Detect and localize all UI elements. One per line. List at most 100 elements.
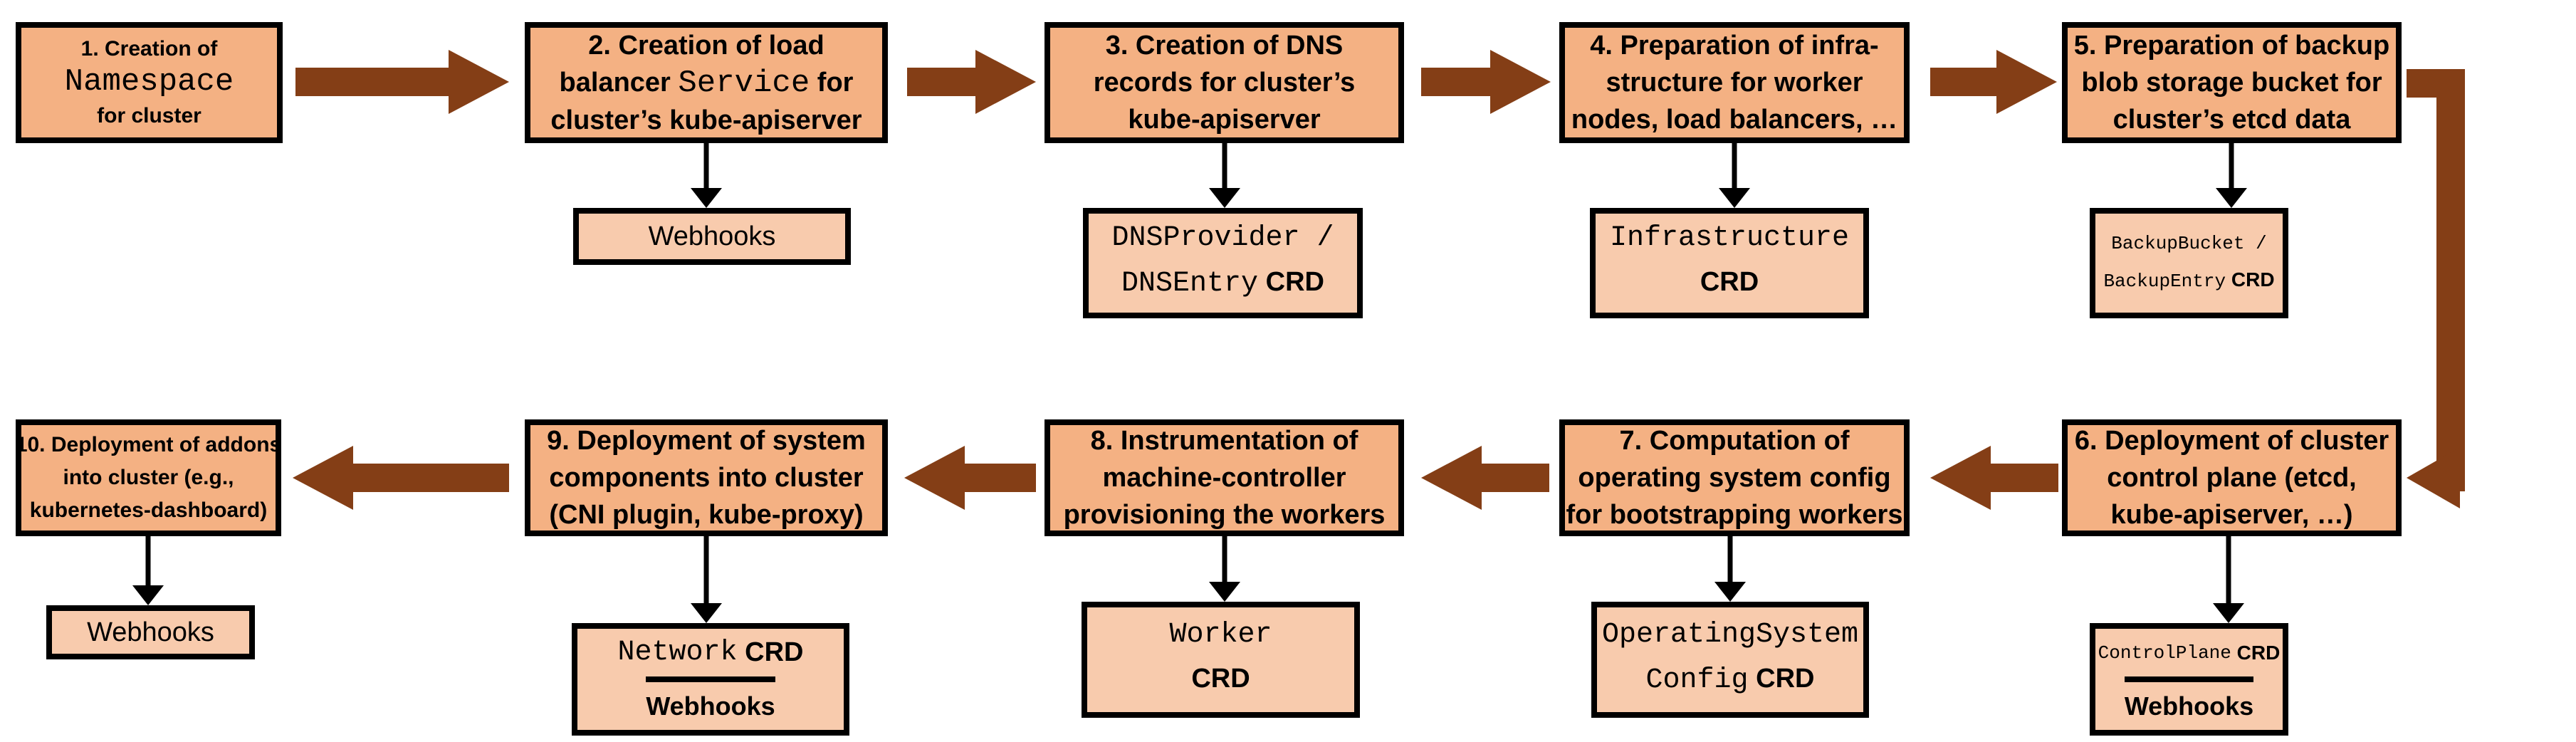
text-segment: Service xyxy=(678,65,810,101)
flow-arrow-step-9-to-10 xyxy=(293,446,509,510)
text-segment: Namespace xyxy=(64,64,234,100)
crd-line: Worker xyxy=(1169,615,1272,659)
step-3-line: records for cluster’s xyxy=(1094,64,1355,101)
crd-line: BackupBucket / xyxy=(2111,226,2266,263)
arrow-stem xyxy=(703,143,709,188)
down-arrow-step-6-to-crd xyxy=(2213,536,2244,623)
text-segment: (CNI plugin, kube-proxy) xyxy=(549,500,864,530)
down-arrow-step-4-to-crd xyxy=(1719,143,1750,208)
crd-box-step-5: BackupBucket / BackupEntry CRD xyxy=(2090,208,2288,318)
down-arrow-step-10-to-webhooks xyxy=(132,536,164,605)
arrow-head xyxy=(975,50,1036,114)
text-segment: CRD xyxy=(1258,267,1324,297)
webhooks-box-step-10: Webhooks xyxy=(46,605,255,659)
step-9-line: components into cluster xyxy=(549,459,863,496)
arrow-head xyxy=(1209,582,1240,602)
crd-line: CRD xyxy=(1700,262,1759,308)
text-segment: DNSEntry xyxy=(1121,268,1259,300)
step-6-box: 6. Deployment of cluster control plane (… xyxy=(2062,419,2402,536)
arrow-stem xyxy=(1727,536,1733,582)
flow-arrow-step-3-to-4 xyxy=(1421,50,1551,114)
step-5-line: blob storage bucket for xyxy=(2081,64,2382,101)
step-8-line: 8. Instrumentation of xyxy=(1091,422,1358,459)
arrow-head xyxy=(1930,446,1991,510)
arrow-shaft xyxy=(907,68,979,96)
step-9-line: (CNI plugin, kube-proxy) xyxy=(549,496,863,533)
arrow-head xyxy=(2216,188,2247,208)
step-3-line: 3. Creation of DNS xyxy=(1106,27,1344,64)
crd-webhooks-stack-step-9: Network CRD Webhooks xyxy=(572,623,849,736)
text-segment: for cluster xyxy=(97,104,201,127)
crd-row: ControlPlane CRD xyxy=(2098,629,2281,676)
text-segment: for xyxy=(810,67,854,98)
step-3-box: 3. Creation of DNS records for cluster’s… xyxy=(1044,22,1404,143)
arrow-head xyxy=(449,50,509,114)
step-7-line: 7. Computation of xyxy=(1620,422,1850,459)
text-segment: control plane (etcd, xyxy=(2107,463,2357,493)
crd-line: DNSEntry CRD xyxy=(1121,262,1324,308)
text-segment: into cluster (e.g., xyxy=(63,466,234,489)
step-10-line: kubernetes-dashboard) xyxy=(30,494,267,527)
arrow-stem xyxy=(1732,143,1737,188)
text-segment: 1. Creation of xyxy=(80,37,218,61)
arrow-stem xyxy=(1222,536,1227,582)
webhooks-label: Webhooks xyxy=(649,216,776,256)
text-segment: Infrastructure xyxy=(1609,222,1850,254)
text-segment: CRD xyxy=(1748,664,1815,694)
crd-box-step-8: Worker CRD xyxy=(1082,602,1360,718)
step-7-box: 7. Computation of operating system confi… xyxy=(1559,419,1910,536)
arrow-head xyxy=(293,446,353,510)
crd-box-step-3: DNSProvider / DNSEntry CRD xyxy=(1083,208,1363,318)
webhooks-box-step-2: Webhooks xyxy=(573,208,851,265)
step-9-line: 9. Deployment of system xyxy=(547,422,866,459)
crd-line: Config CRD xyxy=(1646,659,1815,704)
arrow-stem xyxy=(145,536,151,585)
text-segment: 5. Preparation of backup xyxy=(2073,31,2390,61)
arrow-head xyxy=(132,585,164,605)
text-segment: 4. Preparation of infra- xyxy=(1590,31,1879,61)
flow-arrow-step-6-to-7 xyxy=(1930,446,2058,510)
text-segment: balancer xyxy=(559,67,679,98)
down-arrow-step-7-to-crd xyxy=(1714,536,1746,602)
arrow-head xyxy=(1996,50,2057,114)
step-4-line: nodes, load balancers, … xyxy=(1571,101,1897,138)
arrow-stem xyxy=(2226,536,2231,603)
step-8-box: 8. Instrumentation of machine-controller… xyxy=(1044,419,1404,536)
down-arrow-step-8-to-crd xyxy=(1209,536,1240,602)
step-5-box: 5. Preparation of backup blob storage bu… xyxy=(2062,22,2402,143)
arrow-shaft xyxy=(1930,68,2000,96)
step-4-line: 4. Preparation of infra- xyxy=(1590,27,1878,64)
arrow-stem xyxy=(1222,143,1227,188)
step-10-line: into cluster (e.g., xyxy=(63,461,234,494)
crd-line: Infrastructure xyxy=(1610,219,1849,262)
step-4-line: structure for worker xyxy=(1606,64,1863,101)
arrow-head xyxy=(2213,603,2244,623)
arrow-head xyxy=(1490,50,1551,114)
webhooks-row: Webhooks xyxy=(646,676,775,730)
crd-line: CRD xyxy=(1191,659,1250,704)
text-segment: Network xyxy=(617,637,738,669)
arrow-stem xyxy=(703,536,709,603)
step-6-line: kube-apiserver, …) xyxy=(2110,496,2352,533)
arrow-shaft xyxy=(295,68,452,96)
text-segment: blob storage bucket for xyxy=(2081,68,2382,98)
arrow-shaft xyxy=(961,464,1036,492)
text-segment: CRD xyxy=(737,637,804,667)
crd-webhooks-stack-step-6: ControlPlane CRD Webhooks xyxy=(2090,623,2288,736)
step-3-line: kube-apiserver xyxy=(1128,101,1320,138)
crd-box-step-7: OperatingSystem Config CRD xyxy=(1591,602,1869,718)
text-segment: operating system config xyxy=(1578,463,1891,493)
step-5-line: 5. Preparation of backup xyxy=(2074,27,2389,64)
text-segment: machine-controller xyxy=(1102,463,1346,493)
arrow-head xyxy=(691,603,722,623)
arrow-stem xyxy=(2229,143,2234,188)
text-segment: CRD xyxy=(1700,267,1759,297)
text-segment: OperatingSystem xyxy=(1601,619,1859,651)
text-segment: kubernetes-dashboard) xyxy=(29,498,268,522)
arrow-head xyxy=(1714,582,1746,602)
text-segment: records for cluster’s xyxy=(1093,68,1356,98)
step-10-box: 10. Deployment of addons into cluster (e… xyxy=(16,419,281,536)
arrow-head xyxy=(2407,447,2460,508)
down-arrow-step-2-to-webhooks xyxy=(691,143,722,208)
flow-arrow-step-2-to-3 xyxy=(907,50,1036,114)
